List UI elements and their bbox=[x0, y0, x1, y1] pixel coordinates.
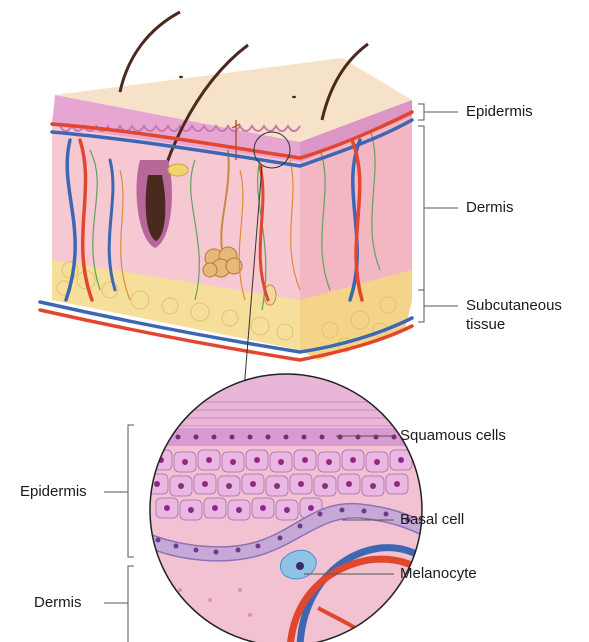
epidermis-bracket bbox=[418, 104, 458, 120]
label-dermis: Dermis bbox=[466, 199, 514, 217]
label-squamous-cells: Squamous cells bbox=[400, 427, 506, 445]
hair-strand-1 bbox=[120, 12, 180, 92]
dermis-bracket bbox=[418, 126, 458, 290]
label-basal-cell: Basal cell bbox=[400, 511, 464, 529]
label-subcutaneous-tissue: tissue bbox=[466, 316, 505, 334]
layer-brackets bbox=[418, 104, 458, 322]
label-zoom-epidermis: Epidermis bbox=[20, 483, 87, 501]
pore bbox=[179, 76, 183, 78]
pore bbox=[292, 96, 296, 98]
melanocyte-nucleus bbox=[296, 562, 304, 570]
zoom-dermis-bracket bbox=[104, 566, 134, 642]
skin-block bbox=[40, 12, 458, 360]
subcutaneous-bracket bbox=[418, 290, 458, 322]
zoom-epidermis-bracket bbox=[104, 425, 134, 557]
label-melanocyte: Melanocyte bbox=[400, 565, 477, 583]
label-epidermis: Epidermis bbox=[466, 103, 533, 121]
sebaceous-gland bbox=[168, 164, 188, 176]
label-zoom-dermis: Dermis bbox=[34, 594, 82, 612]
sweat-gland bbox=[203, 247, 242, 277]
label-subcutaneous: Subcutaneous bbox=[466, 297, 562, 315]
